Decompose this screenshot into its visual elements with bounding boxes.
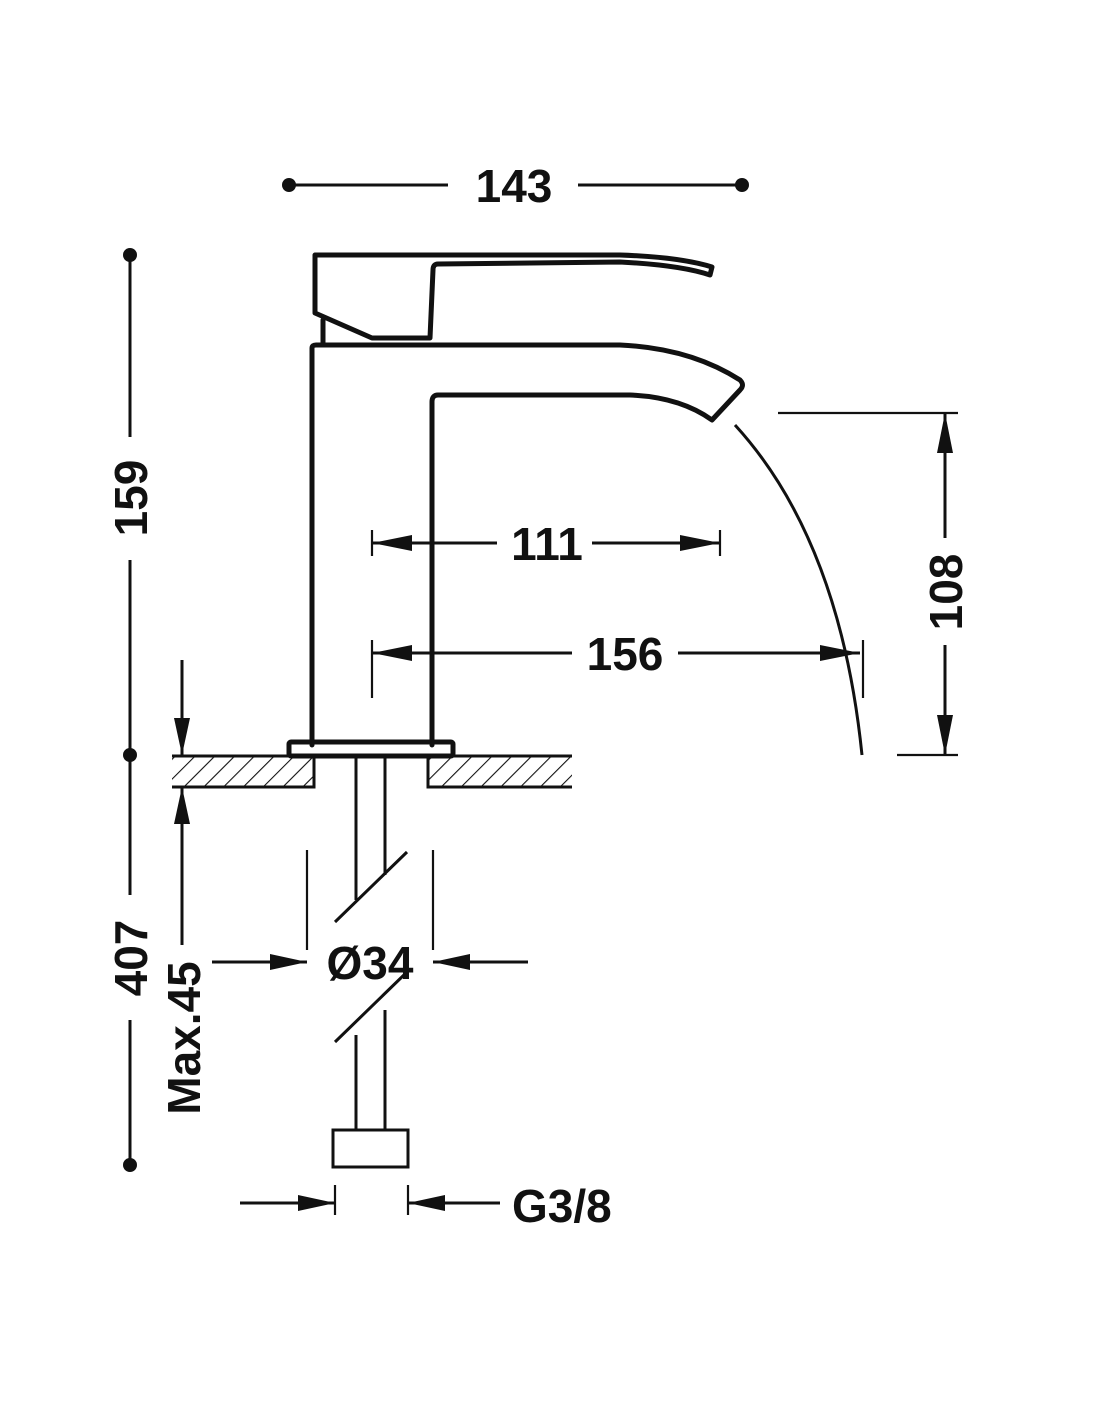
- dim-height-label: 159: [105, 460, 157, 537]
- dim-hose-label: 407: [105, 920, 157, 997]
- dim-reach-inner-label: 111: [511, 518, 583, 570]
- dim-thread-label: G3/8: [512, 1180, 612, 1232]
- dim-hole-label: Ø34: [327, 937, 414, 989]
- faucet-handle: [312, 252, 715, 341]
- dimension-spout-height: 108: [778, 411, 972, 757]
- faucet-body: [309, 342, 745, 748]
- dimension-hose: 407: [105, 755, 157, 1172]
- dimension-width: 143: [282, 160, 749, 212]
- hose-nut: [331, 1128, 410, 1169]
- dim-width-label: 143: [476, 160, 553, 212]
- dim-reach-outer-label: 156: [587, 628, 664, 680]
- dim-thickness-label: Max.45: [158, 961, 210, 1114]
- dimension-reach-inner: 111: [370, 518, 722, 570]
- countertop: [172, 754, 572, 789]
- dimension-height: 159: [105, 248, 157, 762]
- dimension-reach-outer: 156: [370, 628, 865, 698]
- dimension-counter-thickness: Max.45: [158, 660, 210, 1115]
- dim-spout-height-label: 108: [920, 554, 972, 631]
- supply-hose: [331, 756, 410, 1169]
- dimension-hole: Ø34: [212, 850, 528, 989]
- dimension-thread: G3/8: [240, 1180, 612, 1232]
- water-stream: [733, 423, 864, 756]
- base-plate: [286, 739, 456, 759]
